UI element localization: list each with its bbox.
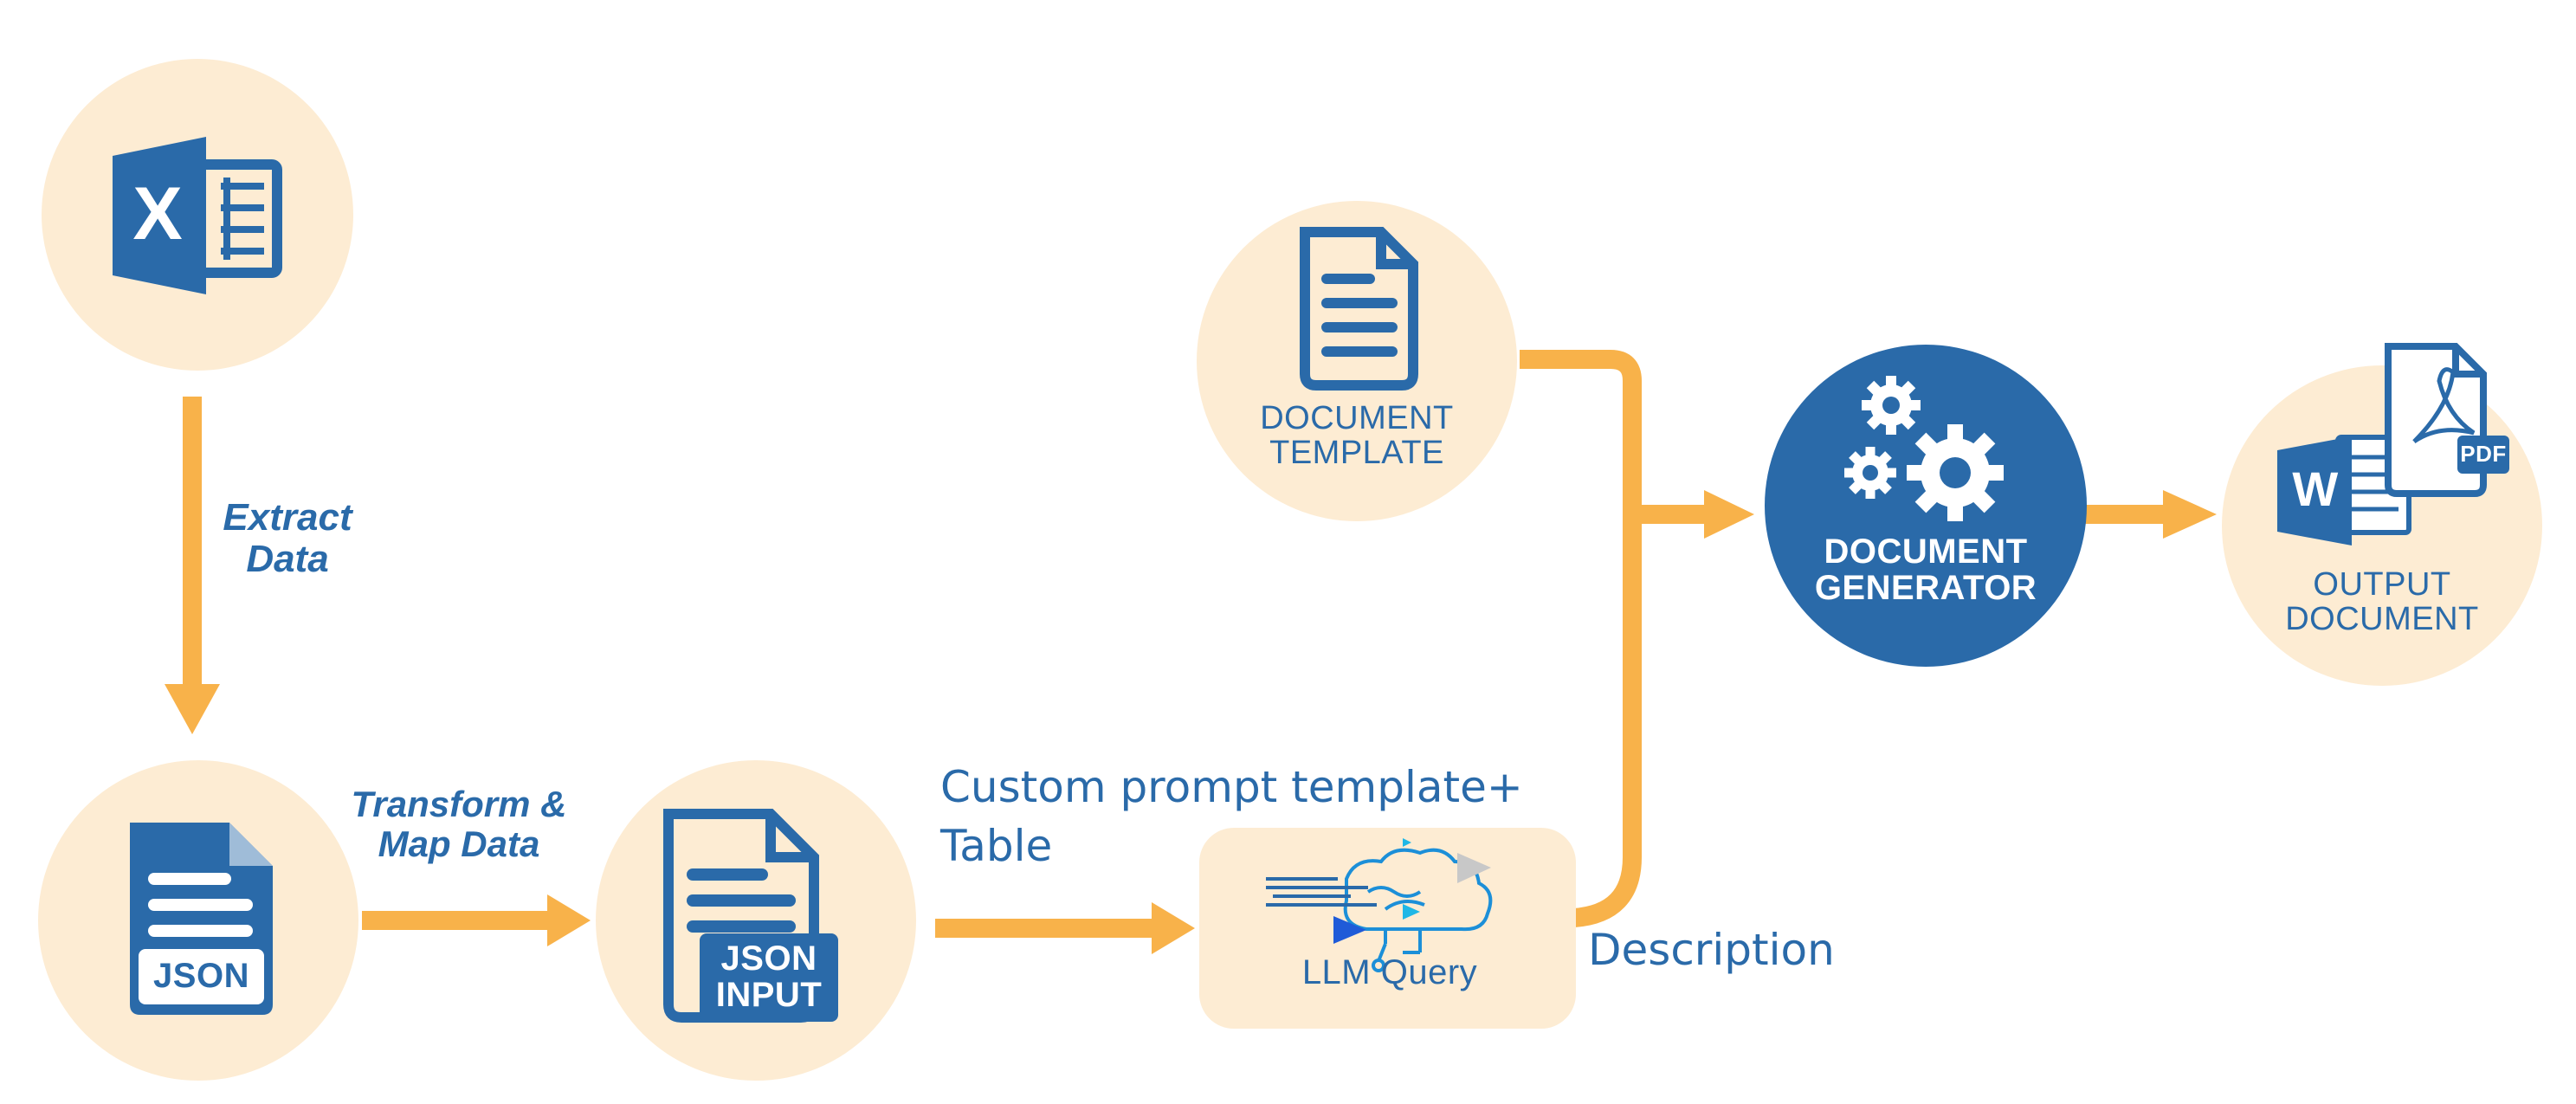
output-document-label: OUTPUT DOCUMENT (2285, 566, 2479, 637)
output-arrowhead (2163, 490, 2217, 539)
prompt-label: Custom prompt template+ Table (940, 762, 1523, 871)
llm-query-label: LLM Query (1301, 953, 1478, 991)
extract-label: Extract Data (223, 496, 352, 581)
svg-text:X: X (132, 172, 182, 255)
json-badge: JSON (153, 957, 249, 995)
json-input-badge: JSON INPUT (715, 939, 823, 1014)
prompt-arrowhead (1152, 902, 1195, 954)
description-label: Description (1588, 925, 1835, 975)
extract-arrowhead (165, 684, 220, 734)
template-connector-line (1520, 350, 1642, 606)
document-generator-label: DOCUMENT GENERATOR (1814, 533, 2037, 607)
word-letter: W (2292, 462, 2339, 516)
merge-arrowhead (1704, 490, 1754, 539)
document-template-label: DOCUMENT TEMPLATE (1260, 400, 1454, 471)
llm-connector-line (1572, 606, 1642, 927)
transform-arrowhead (547, 894, 591, 946)
transform-label: Transform & Map Data (351, 784, 567, 865)
pdf-badge-label: PDF (2460, 441, 2507, 467)
document-template-node (1197, 201, 1517, 521)
